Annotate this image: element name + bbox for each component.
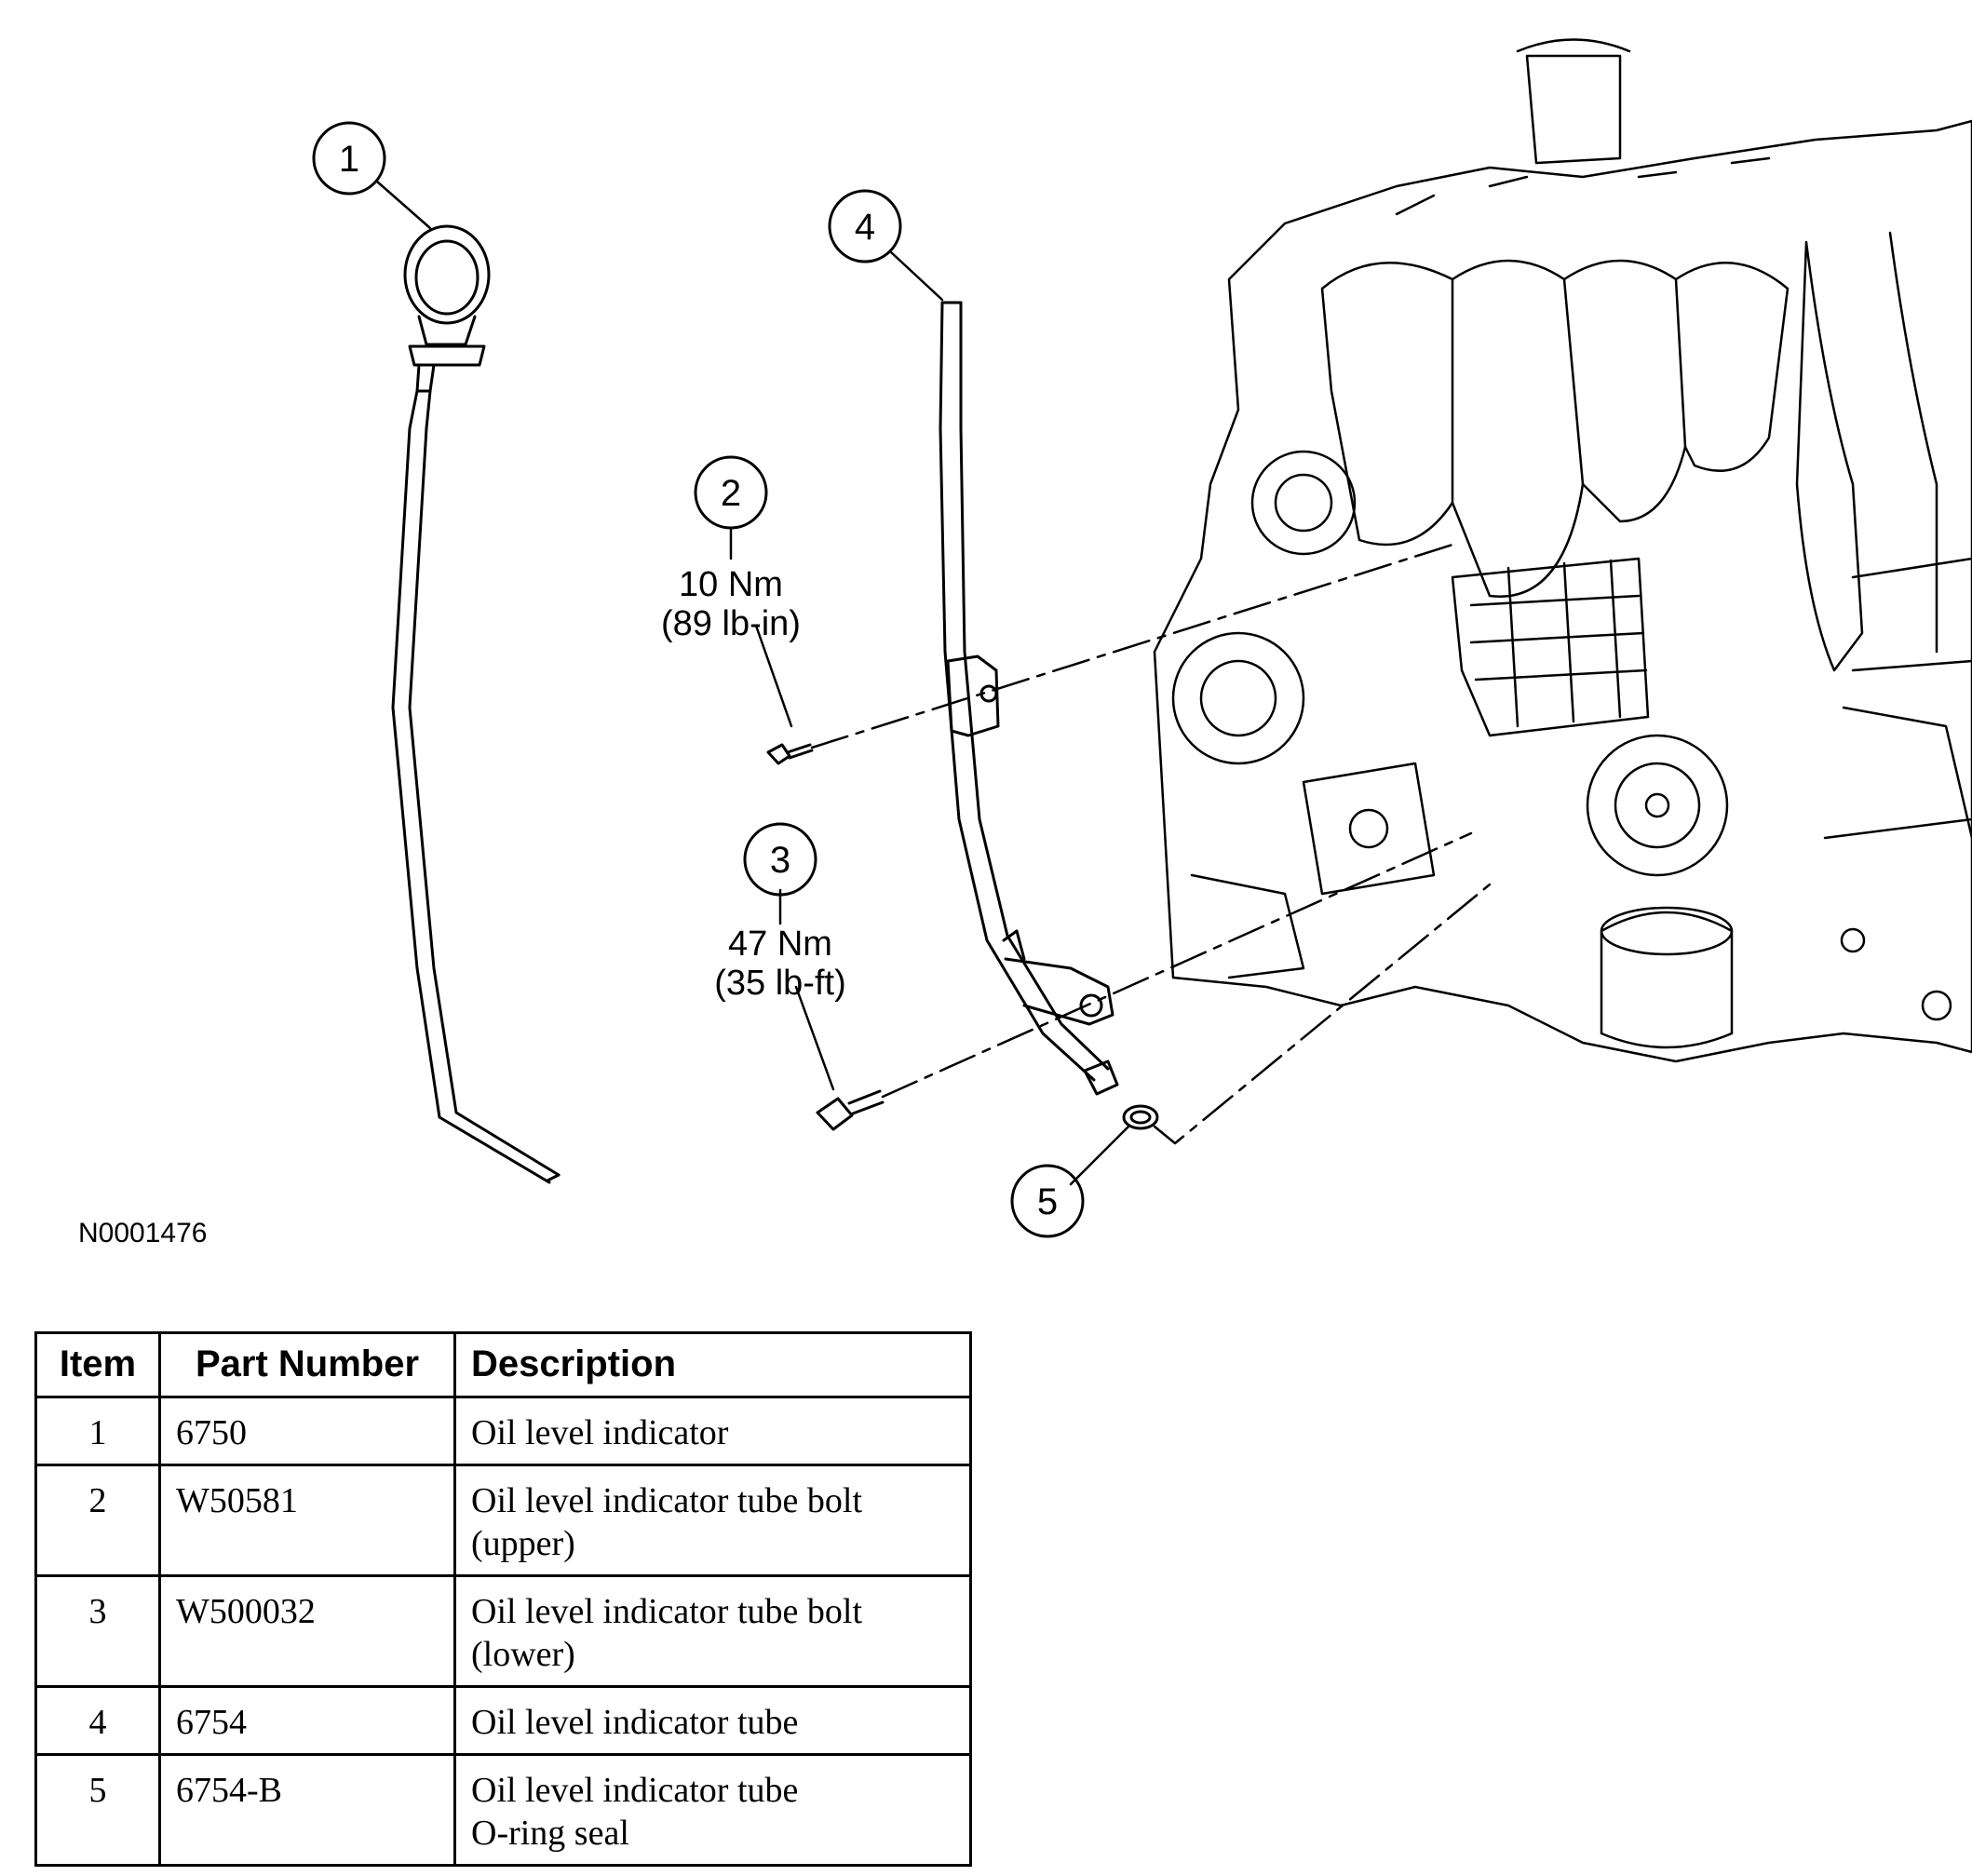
item-cell: 5 xyxy=(34,1753,161,1867)
callout-circles xyxy=(312,121,1085,1238)
callout-circle-4 xyxy=(828,189,902,263)
part-number-cell: W50581 xyxy=(158,1464,456,1577)
torque-spec-3-imperial: (35 lb-ft) xyxy=(714,964,845,1003)
description-cell: Oil level indicator tube bolt (upper) xyxy=(453,1464,972,1577)
description-line: O-ring seal xyxy=(471,1814,629,1853)
table-row: 1 6750 Oil level indicator xyxy=(34,1396,972,1466)
torque-spec-2-metric: 10 Nm xyxy=(679,565,783,604)
table-row: 3 W500032 Oil level indicator tube bolt (… xyxy=(34,1574,972,1688)
description-line: Oil level indicator tube bolt xyxy=(471,1592,863,1631)
oil-level-indicator-tube xyxy=(939,301,1119,1096)
item-cell: 3 xyxy=(34,1574,161,1688)
oil-level-indicator-dipstick xyxy=(391,224,561,1184)
part-number-cell: W500032 xyxy=(158,1574,456,1688)
description-cell: Oil level indicator tube xyxy=(453,1685,972,1756)
callout-number-3: 3 xyxy=(770,840,790,881)
o-ring-seal xyxy=(1122,1104,1159,1130)
description-line: (upper) xyxy=(471,1524,575,1563)
lower-tube-bolt xyxy=(816,1089,885,1131)
description-line: Oil level indicator tube xyxy=(471,1771,799,1810)
description-line: Oil level indicator tube bolt xyxy=(471,1481,863,1520)
item-cell: 4 xyxy=(34,1685,161,1756)
part-number-cell: 6754-B xyxy=(158,1753,456,1867)
upper-tube-bolt xyxy=(766,743,814,765)
callout-circle-2 xyxy=(694,455,768,530)
callout-circle-1 xyxy=(312,121,386,196)
item-cell: 1 xyxy=(34,1396,161,1466)
torque-spec-2-imperial: (89 lb-in) xyxy=(661,604,801,643)
callout-number-5: 5 xyxy=(1037,1181,1058,1222)
callout-number-1: 1 xyxy=(339,139,359,180)
description-cell: Oil level indicator tube bolt (lower) xyxy=(453,1574,972,1688)
torque-spec-3-metric: 47 Nm xyxy=(728,925,832,964)
header-item: Item xyxy=(34,1331,161,1398)
installation-lines xyxy=(810,543,1492,1145)
part-number-cell: 6754 xyxy=(158,1685,456,1756)
parts-table: Item Part Number Description 1 6750 Oil … xyxy=(34,1331,972,1867)
callout-circle-5 xyxy=(1010,1164,1085,1238)
exploded-view-diagram: 1 2 3 4 5 10 Nm (89 lb-in) 47 Nm (35 lb-… xyxy=(312,38,1972,1238)
callout-circle-3 xyxy=(743,822,817,897)
description-cell: Oil level indicator xyxy=(453,1396,972,1466)
description-line: Oil level indicator xyxy=(471,1413,729,1452)
header-description: Description xyxy=(453,1331,972,1398)
part-number-cell: 6750 xyxy=(158,1396,456,1466)
item-cell: 2 xyxy=(34,1464,161,1577)
header-part-number: Part Number xyxy=(158,1331,456,1398)
figure-id: N0001476 xyxy=(78,1218,208,1248)
table-header-row: Item Part Number Description xyxy=(34,1331,972,1398)
table-row: 4 6754 Oil level indicator tube xyxy=(34,1685,972,1756)
description-line: (lower) xyxy=(471,1635,575,1674)
callout-number-4: 4 xyxy=(855,207,875,248)
table-row: 2 W50581 Oil level indicator tube bolt (u… xyxy=(34,1464,972,1577)
engine-assembly xyxy=(1153,38,1972,1063)
description-line: Oil level indicator tube xyxy=(471,1703,799,1742)
callout-number-2: 2 xyxy=(721,473,741,514)
leader-lines xyxy=(375,180,1130,1186)
